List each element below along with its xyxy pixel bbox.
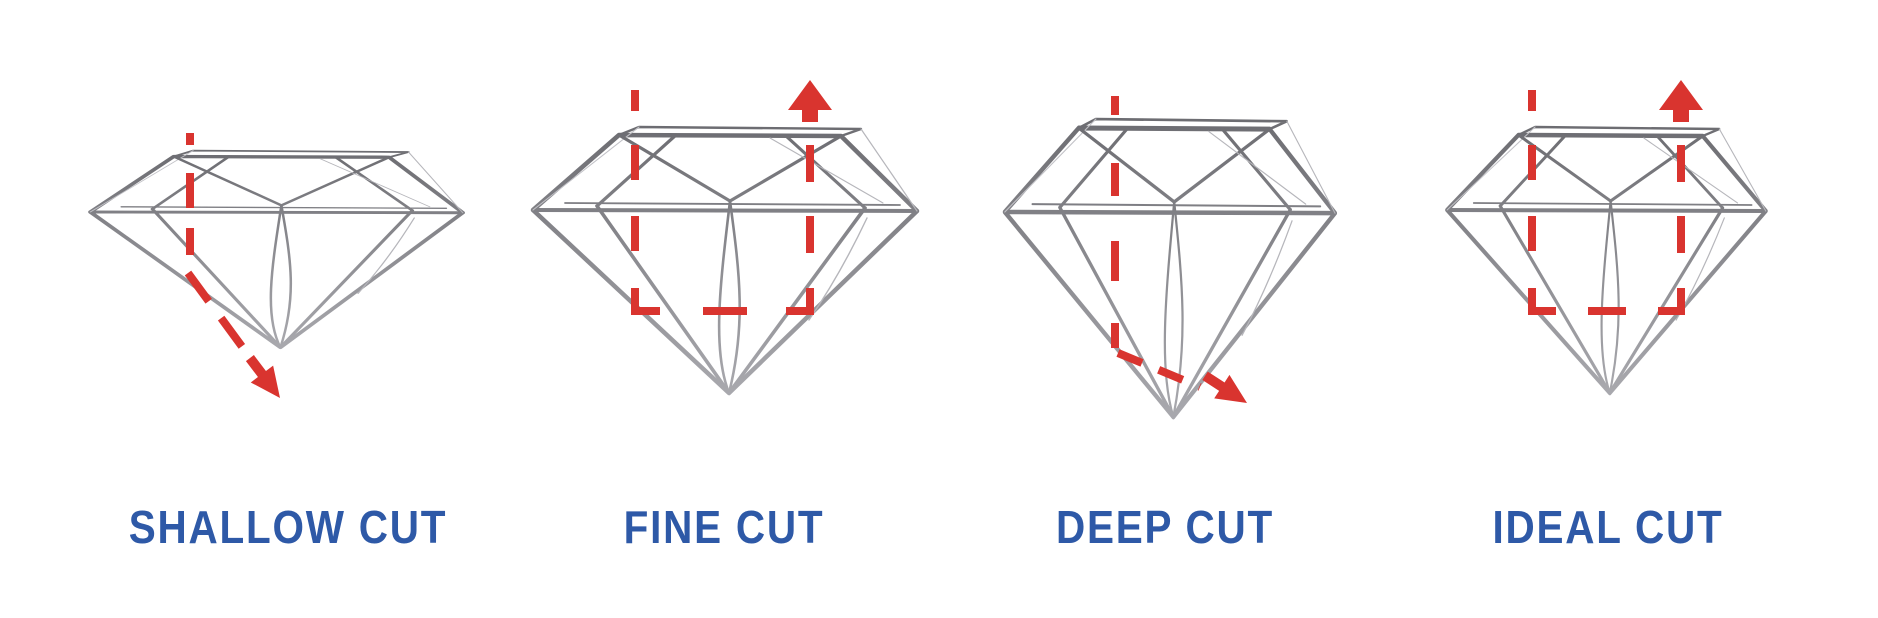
diamond-wireframe	[1447, 127, 1766, 393]
light-path	[184, 133, 280, 398]
down-right-arrow-icon	[245, 355, 280, 398]
light-path	[631, 80, 832, 315]
up-arrow-icon	[1659, 80, 1703, 122]
up-arrow-icon	[788, 80, 832, 122]
fine-cut-illustration	[510, 80, 940, 440]
light-path	[1528, 80, 1703, 315]
down-right-arrow-icon	[1202, 371, 1247, 403]
label-deep-cut: DEEP CUT	[1055, 501, 1275, 553]
ideal-cut-illustration	[1400, 80, 1820, 440]
diamond-wireframe	[533, 127, 917, 393]
diamond-wireframe	[90, 151, 462, 348]
deep-cut-illustration	[960, 96, 1380, 460]
label-fine-cut: FINE CUT	[623, 501, 825, 553]
label-ideal-cut: IDEAL CUT	[1492, 501, 1724, 553]
shallow-cut-illustration	[70, 133, 480, 398]
light-path	[1111, 96, 1247, 403]
label-shallow-cut: SHALLOW CUT	[128, 501, 448, 553]
